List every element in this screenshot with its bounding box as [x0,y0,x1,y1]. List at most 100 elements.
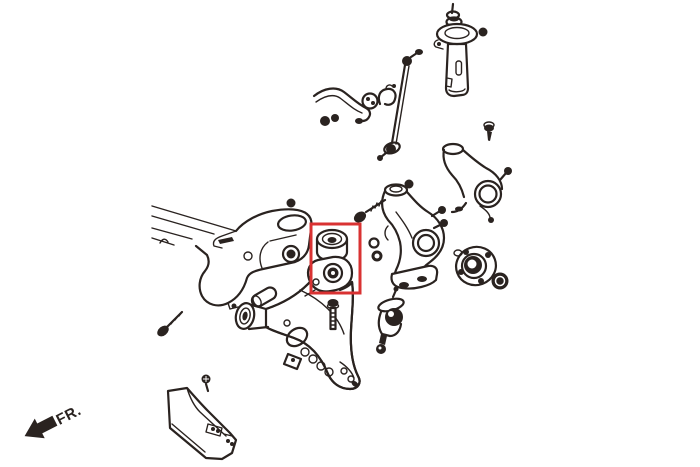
strut-slot [455,60,463,76]
knuckle-foot [390,264,439,290]
bracket-tip [392,84,396,88]
washer [368,237,380,249]
cut-rail-line [151,227,193,240]
arm-mount-bolt [326,299,340,331]
stud-ball [440,219,448,227]
thread-ticks [370,200,382,212]
knuckle-body [442,148,504,199]
nut-hole [374,253,380,259]
knuckle-tail [479,205,491,219]
seat-tab-hole [437,42,441,46]
pinch-bolt [353,198,387,223]
fr-arrow-icon [24,415,58,439]
sleeve-body [250,286,278,308]
stabilizer-bar-bushing [361,92,379,110]
hub-lug [453,249,463,257]
bushing-core [242,311,248,321]
hub-bolt-hole [463,249,469,255]
foot-pad [399,282,409,288]
knuckle-ring-outer [411,228,441,258]
screw-shaft [204,382,210,393]
strut-body [444,42,470,98]
bushing-hole [371,101,375,105]
arm-small-holes [283,319,355,383]
bushing-top-ring [321,232,343,246]
sleeve-end [252,295,262,307]
ball-highlight [388,311,394,317]
strut-side-bolt [478,27,488,37]
subframe-opening [276,214,308,232]
bar-outline [312,87,372,123]
strut-assembly [433,2,479,98]
knuckle-pad [455,206,463,212]
lower-arm-rear-bushing [304,228,354,297]
mount-ring-core [286,249,296,259]
nut-body [491,272,509,290]
arm-tip [351,380,359,388]
link-top-ball [402,56,412,66]
link-bottom-tip [377,155,383,161]
bushing-core [327,237,337,243]
hub-bore-center [467,259,477,269]
spring-seat [435,22,479,46]
steering-knuckle-rear [441,142,512,223]
cut-rail-line [151,205,237,232]
knuckle-tail-tip [488,217,494,223]
joint-cup [377,310,403,338]
spring-seat-inner [444,26,470,40]
link-top-nut [415,49,423,55]
left-flange [212,230,237,249]
guard-rivet [211,427,215,431]
mount-ring [281,244,301,264]
thread-ticks [170,311,183,325]
bar-inner-line [315,94,363,114]
guard-bracket [205,423,233,437]
bushing-body [361,92,379,110]
link-rod [390,63,407,145]
link-rod-inner [395,65,410,145]
screw-head [484,124,494,132]
knuckle-ring-inner [416,233,436,253]
fr-label: FR. [53,402,84,429]
rail-detail [151,237,175,246]
hub-bolt-hole [478,278,484,284]
seat-tab [433,39,444,50]
arm-large-hole [285,326,309,348]
eye-small-hole [312,278,320,286]
screw-cross [203,376,209,382]
bolt-head [353,211,367,223]
small-screw [483,121,495,141]
bracket-outline [377,87,397,106]
arm-body [264,269,361,391]
small-hole [243,251,253,261]
bushing-ring [239,307,251,325]
knuckle-ring-outer [473,179,503,209]
knuckle-top-nut [404,179,414,189]
lock-nut [371,250,383,262]
end-ball [320,116,330,126]
subframe-bolt [157,310,184,337]
bolt-head [157,325,169,337]
loose-nut [286,198,296,208]
flange-slot [218,237,234,244]
guard-rivet [216,429,220,433]
eye-ring [322,262,344,284]
arm-outline [264,280,361,391]
cut-rail-line [151,215,215,235]
knuckle-stud-ball [504,167,512,175]
eye-center [331,271,335,275]
screw-shaft [487,131,492,141]
clamp-nut [331,114,339,122]
knuckle-ring-inner [478,184,498,204]
bolt-shaft [329,306,337,331]
knuckle-stud [498,171,508,182]
wheel-hub [453,245,497,287]
foot-pad [417,276,427,282]
splash-guard [166,386,238,461]
thread-ticks [329,312,337,326]
hub-nut [491,272,509,290]
knuckle-boss [441,142,465,156]
stud-tip [393,286,399,292]
bar-end-cap [355,118,363,124]
